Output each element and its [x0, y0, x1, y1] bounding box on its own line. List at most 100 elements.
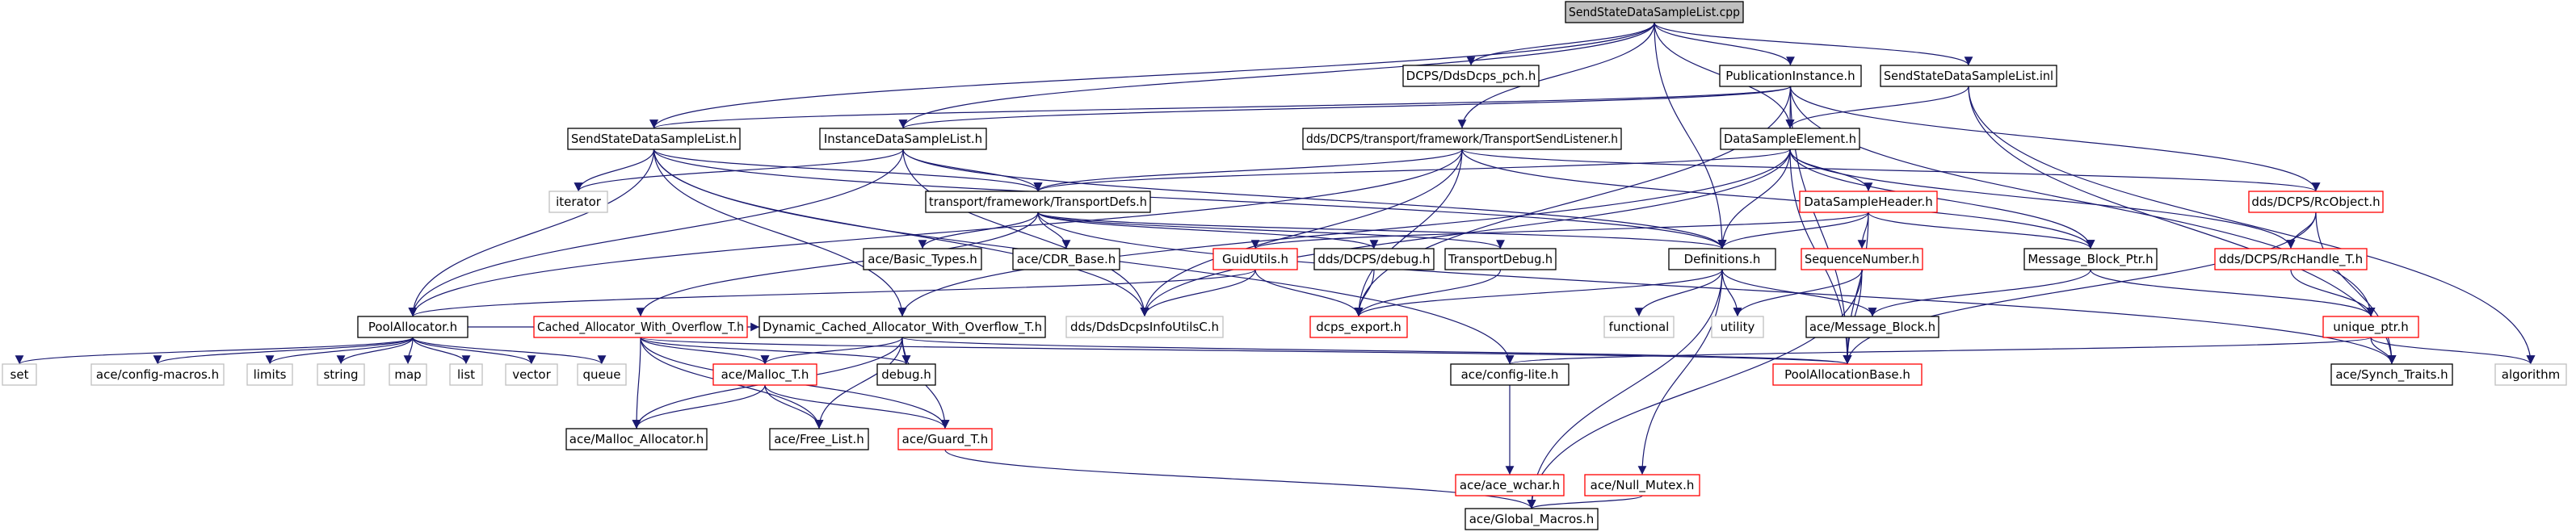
- node-iterator[interactable]: iterator: [548, 191, 608, 213]
- node-ace-config-macros-h[interactable]: ace/config-macros.h: [90, 363, 225, 386]
- node-dds-ddsdcpsinfoutilsc-h[interactable]: dds/DdsDcpsInfoUtilsC.h: [1065, 316, 1224, 338]
- node-label: PoolAllocationBase.h: [1784, 367, 1910, 382]
- node-sequencenumber-h[interactable]: SequenceNumber.h: [1801, 248, 1923, 270]
- edge-poolalloc-to-map: [403, 337, 414, 365]
- edge-root-to-pubinst: [1654, 22, 1795, 66]
- node-ace-basic-types-h[interactable]: ace/Basic_Types.h: [863, 248, 982, 270]
- node-label: algorithm: [2502, 367, 2560, 382]
- node-string[interactable]: string: [317, 363, 365, 386]
- edge-definitions-to-functional: [1634, 269, 1723, 317]
- node-limits[interactable]: limits: [246, 363, 293, 386]
- node-map[interactable]: map: [389, 363, 427, 386]
- edge-dse_h-to-mbptr: [1789, 149, 2095, 249]
- node-box: [1719, 65, 1862, 87]
- node-box: [1603, 316, 1675, 338]
- node-label: SendStateDataSampleList.cpp: [1569, 5, 1740, 19]
- edge-dyn_cached-to-poolallocbase: [901, 337, 1851, 365]
- node-ace-cdr-base-h[interactable]: ace/CDR_Base.h: [1012, 248, 1120, 270]
- node-box: [1455, 474, 1565, 496]
- node-label: InstanceDataSampleList.h: [824, 132, 982, 146]
- node-ace-config-lite-h[interactable]: ace/config-lite.h: [1450, 363, 1570, 386]
- node-debug-h[interactable]: debug.h: [876, 363, 936, 386]
- edge-pubinst-to-rcobject: [1789, 86, 2321, 192]
- node-ace-null-mutex-h[interactable]: ace/Null_Mutex.h: [1584, 474, 1700, 496]
- node-box: [712, 363, 817, 386]
- node-dynamic-cached-allocator-with-overflow-t-h[interactable]: Dynamic_Cached_Allocator_With_Overflow_T…: [759, 316, 1046, 338]
- node-dds-dcps-rcobject-h[interactable]: dds/DCPS/RcObject.h: [2248, 191, 2384, 213]
- node-label: SendStateDataSampleList.h: [571, 132, 737, 146]
- edge-root-to-ssdsl_inl: [1654, 22, 1973, 66]
- edge-definitions-to-utility: [1721, 269, 1742, 317]
- edge-dyn_cached-to-malloc_t: [760, 337, 903, 365]
- node-label: Dynamic_Cached_Allocator_With_Overflow_T…: [763, 320, 1042, 335]
- edge-idsl_h-to-definitions: [902, 149, 1727, 249]
- node-dcps-export-h[interactable]: dcps_export.h: [1309, 316, 1408, 338]
- node-set[interactable]: set: [2, 363, 37, 386]
- edge-ssdsl_h-to-dyn_cached: [653, 149, 907, 317]
- node-vector[interactable]: vector: [505, 363, 558, 386]
- edge-root-to-idsl_h: [898, 22, 1655, 129]
- node-ace-guard-t-h[interactable]: ace/Guard_T.h: [897, 428, 993, 450]
- node-ace-free-list-h[interactable]: ace/Free_List.h: [769, 428, 869, 450]
- node-datasampleheader-h[interactable]: DataSampleHeader.h: [1799, 191, 1938, 213]
- node-dds-dcps-rchandle-t-h[interactable]: dds/DCPS/RcHandle_T.h: [2214, 248, 2368, 270]
- edge-unique_ptr-to-synch_traits: [2370, 337, 2397, 365]
- edge-poolalloc-to-queue: [412, 337, 607, 365]
- node-instancedatasamplelist-h[interactable]: InstanceDataSampleList.h: [819, 128, 987, 150]
- node-unique-ptr-h[interactable]: unique_ptr.h: [2322, 316, 2419, 338]
- node-sendstatedatasamplelist-cpp[interactable]: SendStateDataSampleList.cpp: [1565, 1, 1744, 23]
- node-sendstatedatasamplelist-inl[interactable]: SendStateDataSampleList.inl: [1880, 65, 2057, 87]
- edge-root-to-definitions: [1654, 22, 1727, 249]
- node-algorithm[interactable]: algorithm: [2494, 363, 2567, 386]
- node-box: [2248, 191, 2384, 213]
- node-list[interactable]: list: [449, 363, 483, 386]
- node-ace-global-macros-h[interactable]: ace/Global_Macros.h: [1464, 508, 1599, 530]
- node-box: [1805, 316, 1939, 338]
- edge-tsl_h-to-dcps_export: [1354, 149, 1463, 317]
- node-transportdebug-h[interactable]: TransportDebug.h: [1444, 248, 1557, 270]
- node-utility[interactable]: utility: [1711, 316, 1764, 338]
- node-label: unique_ptr.h: [2333, 320, 2408, 335]
- node-transport-framework-transportdefs-h[interactable]: transport/framework/TransportDefs.h: [925, 191, 1151, 213]
- node-ace-message-block-h[interactable]: ace/Message_Block.h: [1805, 316, 1939, 338]
- node-label: DCPS/DdsDcps_pch.h: [1406, 69, 1536, 84]
- node-poolallocationbase-h[interactable]: PoolAllocationBase.h: [1772, 363, 1923, 386]
- edge-pubinst-to-ssdsl_h: [649, 86, 1792, 129]
- node-ace-synch-traits-h[interactable]: ace/Synch_Traits.h: [2330, 363, 2453, 386]
- node-definitions-h[interactable]: Definitions.h: [1668, 248, 1776, 270]
- edge-poolalloc-to-vector: [412, 337, 536, 365]
- edge-seqnum-to-utility: [1733, 269, 1863, 317]
- node-dcps-ddsdcps-pch-h[interactable]: DCPS/DdsDcps_pch.h: [1402, 65, 1540, 87]
- node-queue[interactable]: queue: [577, 363, 627, 386]
- node-label: SendStateDataSampleList.inl: [1884, 69, 2053, 83]
- node-box: [577, 363, 627, 386]
- node-datasampleelement-h[interactable]: DataSampleElement.h: [1720, 128, 1860, 150]
- node-box: [449, 363, 483, 386]
- node-message-block-ptr-h[interactable]: Message_Block_Ptr.h: [2023, 248, 2158, 270]
- node-ace-malloc-t-h[interactable]: ace/Malloc_T.h: [712, 363, 817, 386]
- node-ace-ace-wchar-h[interactable]: ace/ace_wchar.h: [1455, 474, 1565, 496]
- edge-root-to-tsl_h: [1457, 22, 1655, 129]
- node-box: [2322, 316, 2419, 338]
- edge-guidutils-to-infoutils: [1140, 269, 1256, 317]
- edge-rcobject-to-synch_traits: [2315, 212, 2397, 365]
- node-label: TransportDebug.h: [1448, 252, 1553, 266]
- edge-poolalloc-to-limits: [265, 337, 414, 365]
- edge-cached_alloc-to-malloc_alloc: [632, 337, 641, 429]
- node-dds-dcps-debug-h[interactable]: dds/DCPS/debug.h: [1313, 248, 1435, 270]
- node-ace-malloc-allocator-h[interactable]: ace/Malloc_Allocator.h: [565, 428, 708, 450]
- node-label: GuidUtils.h: [1222, 252, 1288, 266]
- node-guidutils-h[interactable]: GuidUtils.h: [1212, 248, 1298, 270]
- node-box: [565, 428, 708, 450]
- node-box: [1444, 248, 1557, 270]
- node-label: string: [323, 367, 358, 382]
- node-box: [1880, 65, 2057, 87]
- node-cached-allocator-with-overflow-t-h[interactable]: Cached_Allocator_With_Overflow_T.h: [533, 316, 748, 338]
- node-functional[interactable]: functional: [1603, 316, 1675, 338]
- node-sendstatedatasamplelist-h[interactable]: SendStateDataSampleList.h: [567, 128, 741, 150]
- node-poolallocator-h[interactable]: PoolAllocator.h: [357, 316, 469, 338]
- node-box: [317, 363, 365, 386]
- node-dds-dcps-transport-framework-transportsendlistener-h[interactable]: dds/DCPS/transport/framework/TransportSe…: [1302, 128, 1622, 150]
- node-publicationinstance-h[interactable]: PublicationInstance.h: [1719, 65, 1862, 87]
